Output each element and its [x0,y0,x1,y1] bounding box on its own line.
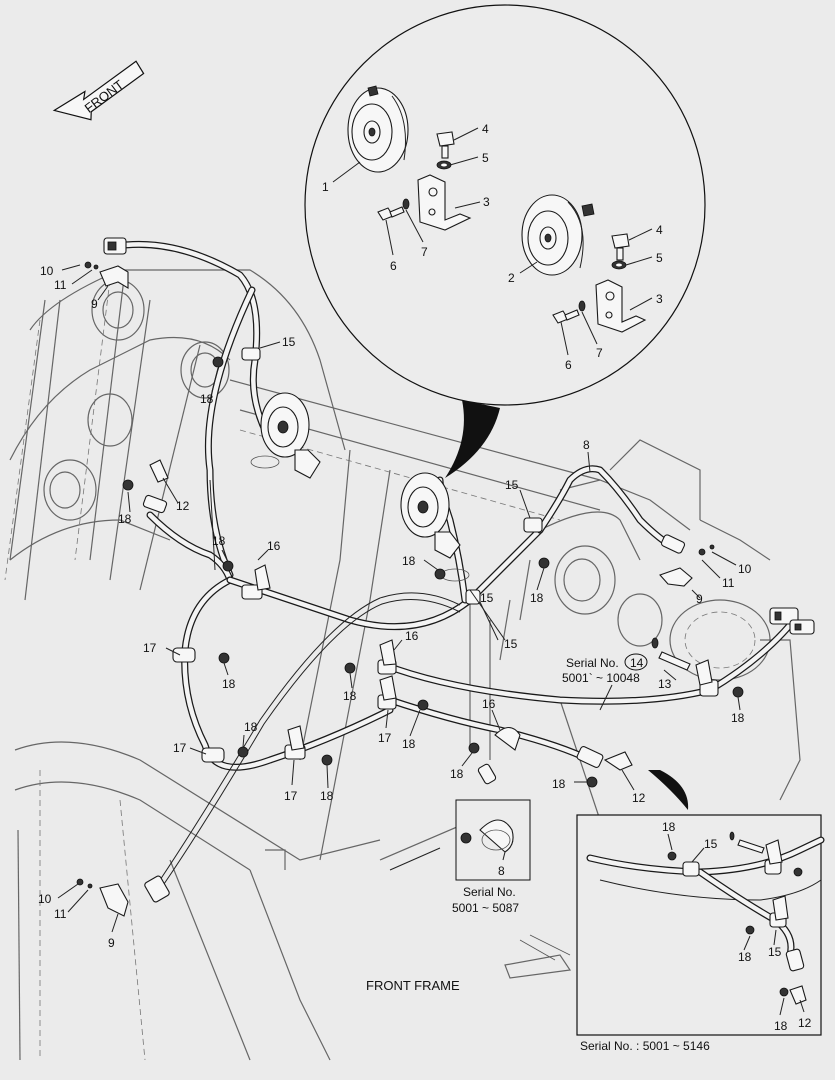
inset-callout-18-a: 18 [662,820,676,834]
front-direction-arrow: FRONT [52,60,145,121]
callout-18-k: 18 [320,789,334,803]
callout-bolt-4a: 4 [482,122,489,136]
connector-sensor-left [142,459,169,514]
connector-bottom-left [144,875,170,903]
bolt-6b [552,300,586,324]
callout-11-lower: 11 [54,907,67,921]
serial-note-range: 5001` ~ 10048 [562,671,640,685]
callout-8-upper: 8 [583,438,590,452]
callout-horn-1: 1 [322,180,329,194]
callout-horn-2: 2 [508,271,515,285]
serial-note-label: Serial No. [566,656,619,670]
callout-18-b: 18 [118,512,132,526]
wire-harness [121,240,794,885]
callout-bolt-6b: 6 [565,358,572,372]
bracket-9-upper [99,265,129,289]
bracket-3b [595,279,647,333]
detail-inset-large: 18 15 18 15 18 12 [576,770,825,1036]
front-frame-structure [4,269,801,1061]
callout-18-e: 18 [530,591,544,605]
callout-15-b: 15 [504,637,518,651]
callout-12-left: 12 [176,499,190,513]
bolt-4b [611,233,630,270]
serial-note-b-range: 5001 ~ 5087 [452,901,519,915]
callout-washer-5b: 5 [656,251,663,265]
connector-top-left [103,237,127,255]
callout-10-upper: 10 [40,264,54,278]
bracket-9-right [659,567,693,587]
front-frame-caption: FRONT FRAME [366,978,460,993]
inset-callout-12: 12 [798,1016,812,1030]
callout-17-c: 17 [173,741,187,755]
inset-callout-18-c: 18 [774,1019,788,1033]
callout-11-right: 11 [722,576,735,590]
inset-callout-15-b: 15 [768,945,782,959]
callout-16-a: 16 [267,539,281,553]
callout-12-lower: 12 [632,791,646,805]
callout-18-h: 18 [731,711,745,725]
serial-note-14: Serial No. 14 5001` ~ 10048 [562,653,648,711]
callout-18-j: 18 [244,720,258,734]
pin-13 [658,651,691,671]
callout-18-g: 18 [343,689,357,703]
bracket-3a [417,174,472,231]
callout-18-l: 18 [450,767,464,781]
callout-washer-5a: 5 [482,151,489,165]
serial-note-circle: 14 [630,656,644,670]
main-leaders [57,264,741,933]
bolt-6a [377,198,410,221]
callout-15-d: 15 [480,591,494,605]
callout-18-a: 18 [200,392,214,406]
bracket-9-lower [99,883,129,917]
inset-callout-15-a: 15 [704,837,718,851]
callout-9-lower: 9 [108,936,115,950]
detail-inset-small: 8 [455,799,531,881]
callout-16-b: 16 [405,629,419,643]
callout-15-a: 15 [282,335,296,349]
horn-installed-2 [400,472,461,559]
callout-bolt-6a: 6 [390,259,397,273]
callout-18-d: 18 [402,554,416,568]
connector-sensor-lower [576,746,604,768]
main-parts [76,237,815,917]
inset-serial-caption: Serial No. : 5001 ~ 5146 [580,1039,710,1053]
callout-18-f: 18 [222,677,236,691]
callout-18-m: 18 [552,777,566,791]
callout-10-right: 10 [738,562,752,576]
callout-17-d: 17 [284,789,298,803]
inset-callout-18-b: 18 [738,950,752,964]
callout-18-c: 18 [212,534,226,548]
horn-installed-1 [260,392,321,479]
horn-1 [347,85,409,173]
callout-11-upper: 11 [54,278,67,292]
serial-note-b-label: Serial No. [463,885,516,899]
clamps [172,347,719,763]
callout-9-upper: 9 [91,297,98,311]
callout-washer-7b: 7 [596,346,603,360]
callout-10-lower: 10 [38,892,52,906]
callout-bolt-4b: 4 [656,223,663,237]
horn-2 [521,194,595,276]
callout-15-c: 15 [505,478,519,492]
callout-18-i: 18 [402,737,416,751]
callout-17-b: 17 [378,731,392,745]
inset-small-callout: 8 [498,864,505,878]
callout-washer-7a: 7 [421,245,428,259]
callout-16-c: 16 [482,697,496,711]
callout-bracket-a: 3 [483,195,490,209]
bolts-18 [122,356,744,788]
callout-13: 13 [658,677,672,691]
callout-9-right: 9 [696,592,703,606]
callout-17-a: 17 [143,641,157,655]
horn-detail-callout: 1 2 3 3 4 4 5 5 6 6 7 7 [304,4,706,478]
callout-bracket-b: 3 [656,292,663,306]
connector-right [660,534,815,635]
